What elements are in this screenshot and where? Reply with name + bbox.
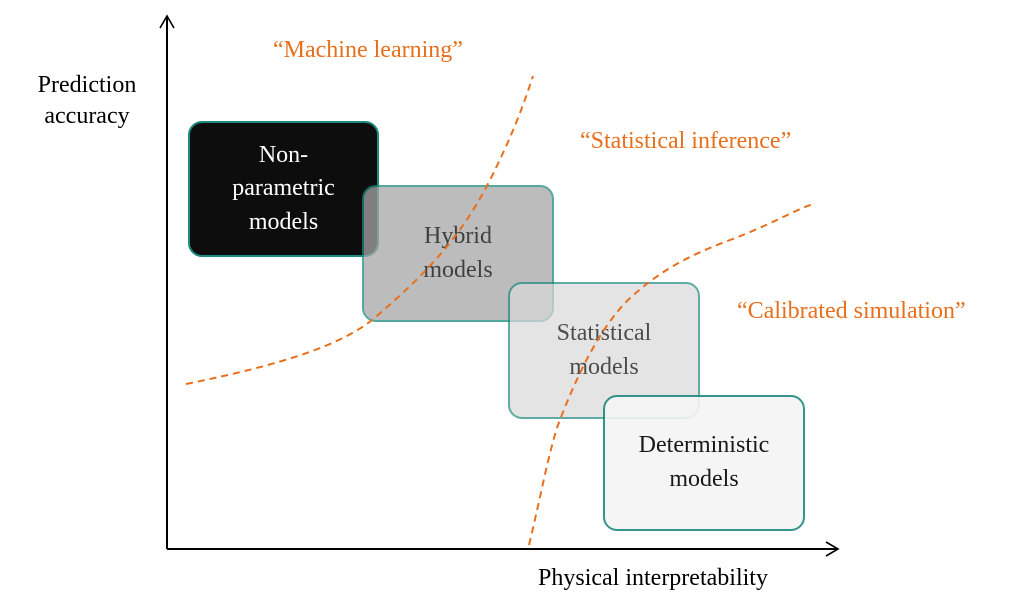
deterministic-models-box: Deterministic models [603, 395, 805, 531]
non-parametric-models-line2: parametric [232, 175, 335, 202]
statistical-models-line1: Statistical [556, 319, 652, 346]
non-parametric-models-line1: Non- [258, 141, 309, 168]
y-axis-label-line1: Prediction [37, 72, 137, 98]
y-axis-label-line2: accuracy [44, 103, 130, 130]
x-axis-label: Physical interpretability [538, 565, 768, 591]
deterministic-models-line1: Deterministic [638, 432, 770, 459]
statistical-models-line2: models [569, 353, 639, 380]
non-parametric-models-line3: models [248, 208, 319, 235]
calibrated-simulation-label: “Calibrated simulation” [737, 298, 966, 324]
y-axis-label: Prediction accuracy [22, 70, 152, 132]
non-parametric-models-box: Non- parametric models [188, 121, 379, 257]
hybrid-models-line1: Hybrid [423, 222, 492, 249]
hybrid-models-line2: models [423, 256, 493, 283]
deterministic-models-line2: models [669, 466, 739, 492]
machine-learning-label: “Machine learning” [273, 37, 463, 63]
statistical-inference-label: “Statistical inference” [580, 128, 792, 154]
